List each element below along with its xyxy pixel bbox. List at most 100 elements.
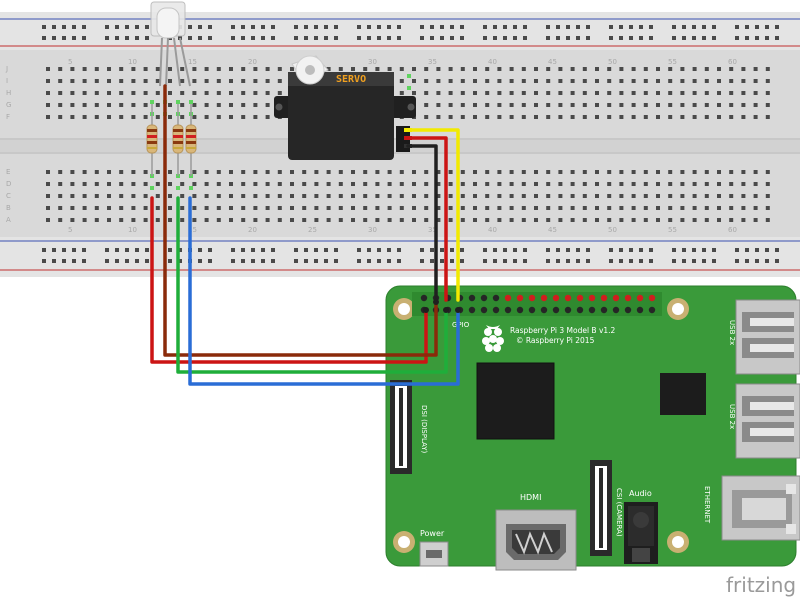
gpio-pin[interactable] [612, 306, 620, 314]
breadboard-hole [70, 79, 75, 83]
breadboard-hole [521, 115, 526, 119]
gpio-pin[interactable] [504, 306, 512, 314]
ethernet-label: ETHERNET [703, 486, 711, 524]
breadboard-hole [94, 170, 99, 174]
breadboard-hole [497, 194, 502, 198]
breadboard-hole [576, 25, 580, 29]
breadboard-hole [70, 218, 75, 222]
breadboard-hole [448, 218, 453, 222]
gpio-pin[interactable] [588, 294, 596, 302]
breadboard-hole [521, 182, 526, 186]
gpio-pin[interactable] [528, 306, 536, 314]
gpio-pin[interactable] [636, 306, 644, 314]
breadboard-hole [261, 25, 265, 29]
gpio-pin[interactable] [564, 306, 572, 314]
breadboard-hole [497, 182, 502, 186]
breadboard-hole [639, 25, 643, 29]
breadboard-hole [351, 206, 355, 210]
breadboard-hole [546, 103, 551, 107]
gpio-pin[interactable] [420, 294, 428, 302]
wire-green[interactable] [176, 196, 448, 374]
micro-usb-power-port[interactable]: Power [419, 529, 449, 567]
breadboard-hole [712, 259, 716, 263]
wire-blue[interactable] [188, 196, 460, 386]
ethernet-port[interactable]: ETHERNET [703, 475, 800, 541]
resistor[interactable] [146, 104, 158, 176]
servo-motor[interactable]: SERVO [274, 55, 416, 160]
gpio-pin[interactable] [552, 306, 560, 314]
gpio-pin[interactable] [648, 306, 656, 314]
breadboard-hole [204, 103, 209, 107]
breadboard-hole [649, 259, 653, 263]
gpio-pin[interactable] [552, 294, 560, 302]
usb-port-top[interactable]: USB 2x [728, 299, 800, 375]
wire-red-servo[interactable] [406, 136, 448, 302]
dsi-connector[interactable]: DSI (DISPLAY) [390, 380, 428, 474]
gpio-pin[interactable] [624, 306, 632, 314]
breadboard-hole [375, 182, 380, 186]
breadboard-hole [253, 218, 258, 222]
gpio-pin[interactable] [516, 306, 524, 314]
csi-connector[interactable]: CSI (CAMERA) [590, 460, 623, 556]
breadboard-hole [119, 115, 124, 119]
audio-jack[interactable]: Audio [624, 489, 658, 564]
hdmi-port[interactable]: HDMI [495, 493, 577, 571]
power-label: Power [420, 529, 445, 538]
wire-black[interactable] [406, 144, 438, 302]
gpio-pin[interactable] [480, 306, 488, 314]
usb-label: USB 2x [728, 320, 736, 345]
resistor[interactable] [185, 104, 197, 176]
gpio-pin[interactable] [624, 294, 632, 302]
breadboard-hole [251, 248, 255, 252]
gpio-pin[interactable] [504, 294, 512, 302]
breadboard-hole [460, 259, 464, 263]
breadboard-hole [607, 182, 612, 186]
usb-port-bottom[interactable]: USB 2x [728, 383, 800, 459]
breadboard-hole [712, 36, 716, 40]
breadboard-hole [324, 259, 328, 263]
breadboard-hole [450, 259, 454, 263]
gpio-pin[interactable] [540, 306, 548, 314]
gpio-pin[interactable] [528, 294, 536, 302]
gpio-pin[interactable] [492, 306, 500, 314]
breadboard-hole [643, 170, 648, 174]
gpio-pin[interactable] [612, 294, 620, 302]
gpio-pin[interactable] [600, 294, 608, 302]
wire-red[interactable] [150, 196, 428, 364]
breadboard-hole [436, 91, 441, 95]
gpio-pin[interactable] [636, 294, 644, 302]
gpio-pin[interactable] [516, 294, 524, 302]
breadboard-hole [58, 182, 63, 186]
resistor[interactable] [172, 104, 184, 176]
wire-yellow[interactable] [406, 128, 460, 302]
gpio-pin[interactable] [600, 306, 608, 314]
gpio-pin[interactable] [468, 306, 476, 314]
gpio-pin[interactable] [468, 294, 476, 302]
gpio-pin[interactable] [576, 294, 584, 302]
breadboard-hole [523, 248, 527, 252]
wire-brown[interactable] [163, 84, 438, 357]
breadboard-hole [387, 194, 392, 198]
gpio-pin[interactable] [492, 294, 500, 302]
gpio-pin[interactable] [480, 294, 488, 302]
gpio-pin[interactable] [588, 306, 596, 314]
breadboard-hole [131, 79, 136, 83]
breadboard-hole [135, 25, 139, 29]
gpio-pin[interactable] [564, 294, 572, 302]
gpio-pin[interactable] [540, 294, 548, 302]
breadboard-hole [513, 36, 517, 40]
breadboard-hole [94, 218, 99, 222]
rgb-led[interactable] [150, 1, 191, 87]
breadboard-hole [326, 67, 331, 71]
breadboard-hole [229, 182, 233, 186]
breadboard-hole [485, 67, 490, 71]
breadboard-hole [570, 91, 575, 95]
gpio-pin[interactable] [648, 294, 656, 302]
gpio-pin[interactable] [576, 306, 584, 314]
breadboard-hole [546, 36, 550, 40]
breadboard-hole [82, 79, 87, 83]
bb-col-num: 30 [368, 226, 377, 234]
bb-row-letter: A [6, 216, 11, 224]
breadboard-hole [775, 259, 779, 263]
breadboard-hole [229, 91, 233, 95]
